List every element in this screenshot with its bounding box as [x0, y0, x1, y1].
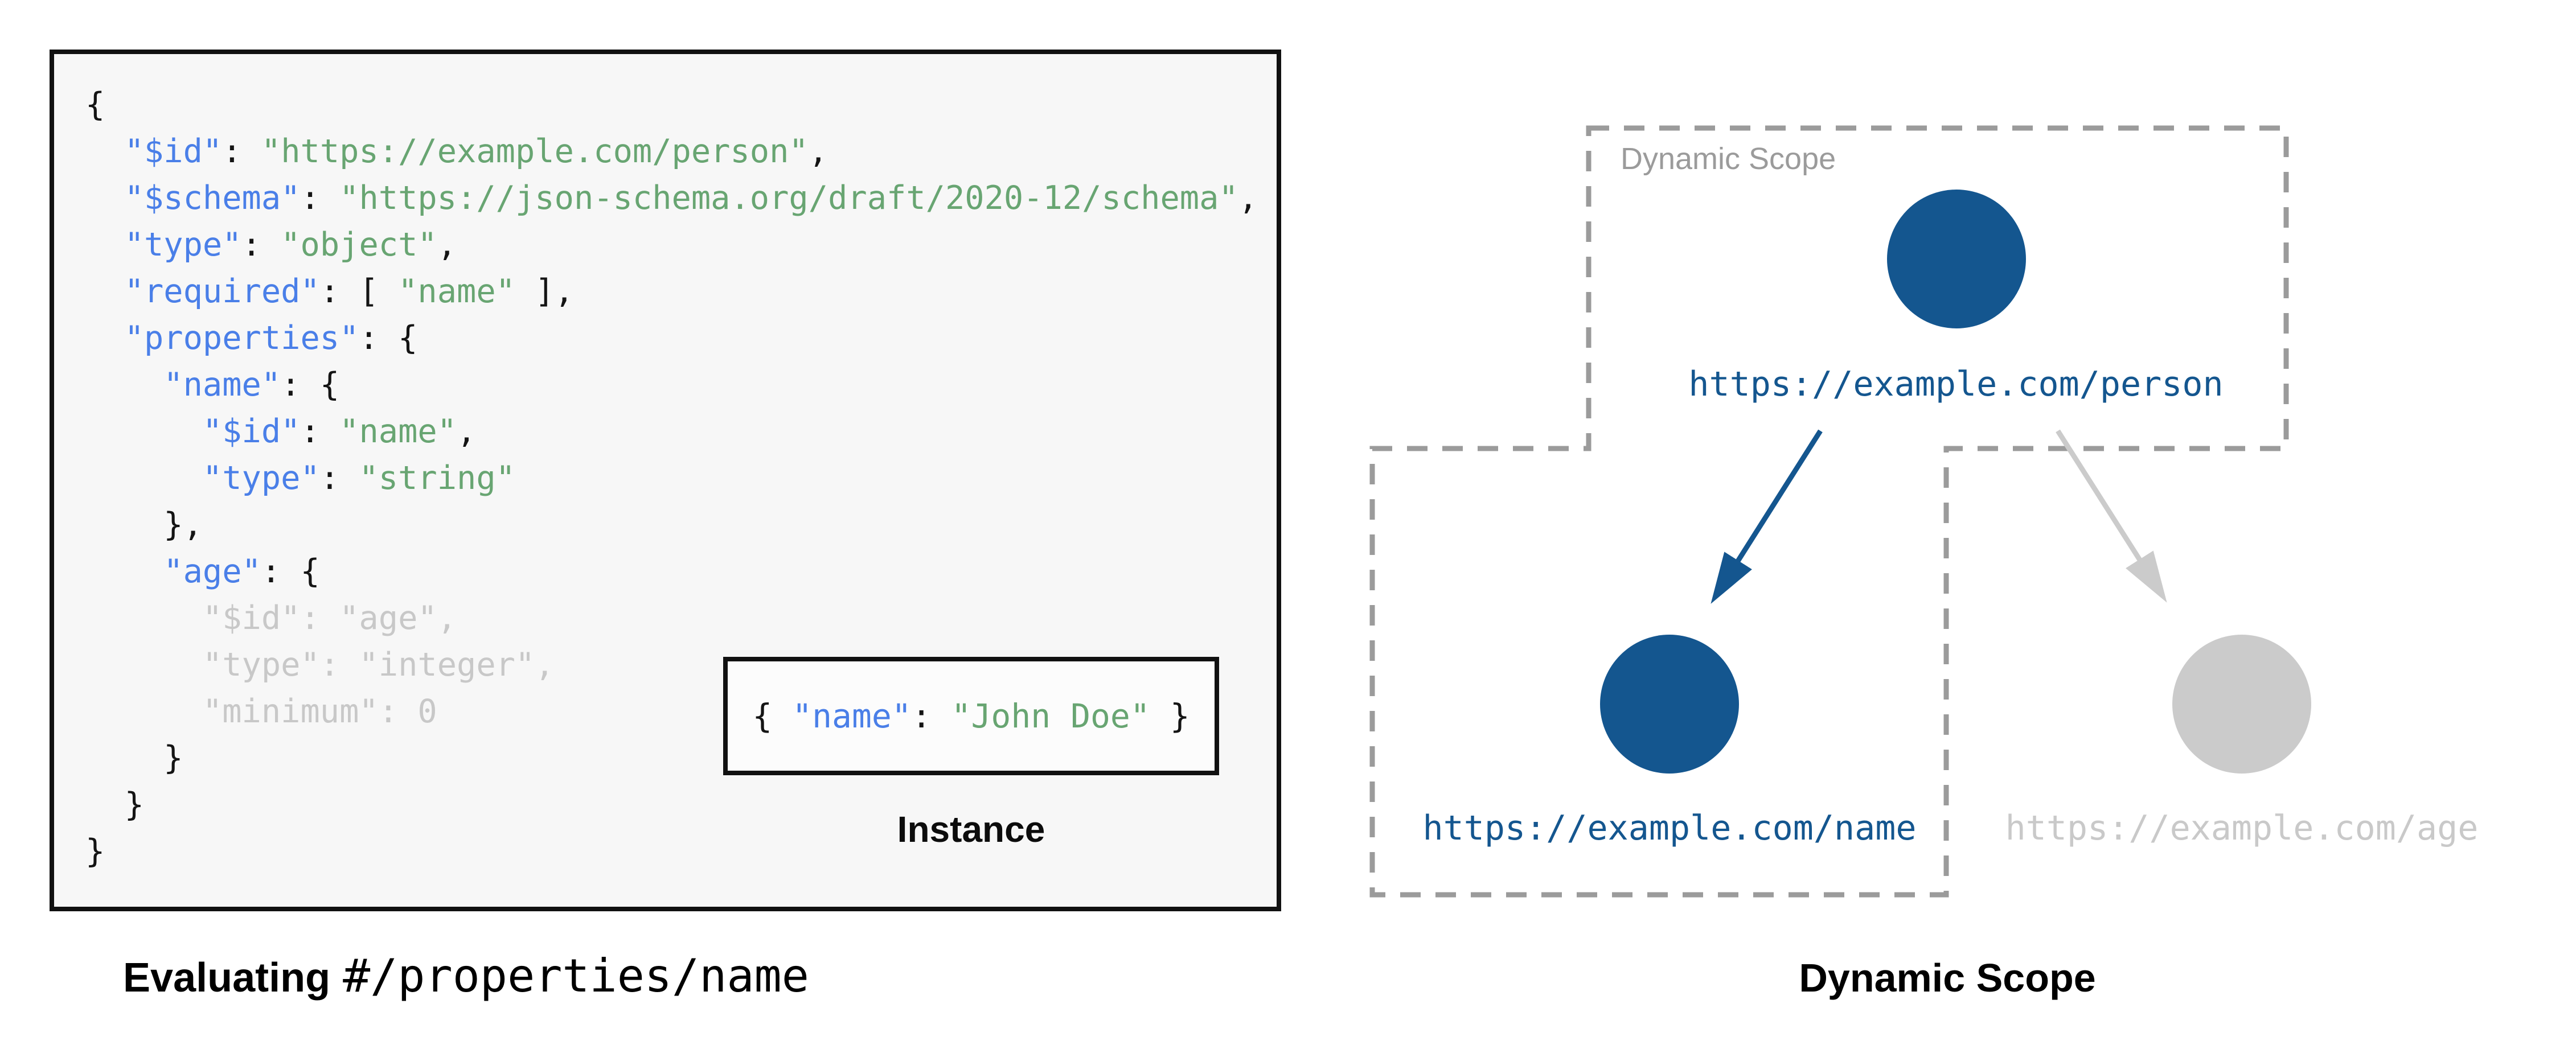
age-node	[2172, 635, 2311, 774]
code-line: "name": {	[163, 366, 340, 404]
instance-box: { "name": "John Doe" }	[723, 657, 1219, 775]
left-caption: Evaluating #/properties/name	[123, 949, 809, 1002]
code-line: }	[85, 833, 105, 870]
code-line: },	[85, 506, 203, 544]
instance-label: Instance	[897, 809, 1045, 850]
code-line: {	[85, 86, 105, 124]
code-line: "type": "string"	[202, 459, 515, 497]
code-line: "age": {	[163, 553, 320, 590]
name-node	[1600, 635, 1739, 774]
code-line: "required": [ "name" ],	[124, 273, 574, 310]
code-line: }	[85, 739, 183, 777]
schema-code: { "$id": "https://example.com/person", "…	[85, 81, 1258, 875]
age-node-url: https://example.com/age	[2005, 808, 2479, 848]
name-node-url: https://example.com/name	[1422, 808, 1917, 848]
schema-panel: { "$id": "https://example.com/person", "…	[50, 50, 1281, 911]
code-line: }	[85, 786, 144, 824]
person-node	[1887, 190, 2026, 328]
person-to-age-arrow	[2056, 429, 2167, 603]
right-caption: Dynamic Scope	[1799, 956, 2096, 1000]
code-line: "type": "object",	[124, 226, 457, 264]
code-line: "$schema": "https://json-schema.org/draf…	[124, 179, 1258, 217]
code-line: "$id": "https://example.com/person",	[124, 133, 828, 170]
instance-code: { "name": "John Doe" }	[752, 697, 1190, 735]
code-line: "$id": "age",	[85, 599, 457, 637]
code-line: "properties": {	[124, 319, 418, 357]
left-caption-pointer: #/properties/name	[343, 949, 809, 1002]
dynamic-scope-box-label: Dynamic Scope	[1621, 142, 1836, 176]
code-line: "$id": "name",	[202, 413, 477, 450]
dynamic-scope-outline	[1369, 125, 2289, 898]
left-caption-evaluating: Evaluating	[123, 955, 331, 1001]
person-node-url: https://example.com/person	[1688, 364, 2224, 404]
code-line: "type": "integer",	[85, 646, 555, 684]
person-to-name-arrow	[1711, 429, 1823, 604]
code-line: "minimum": 0	[85, 693, 437, 730]
